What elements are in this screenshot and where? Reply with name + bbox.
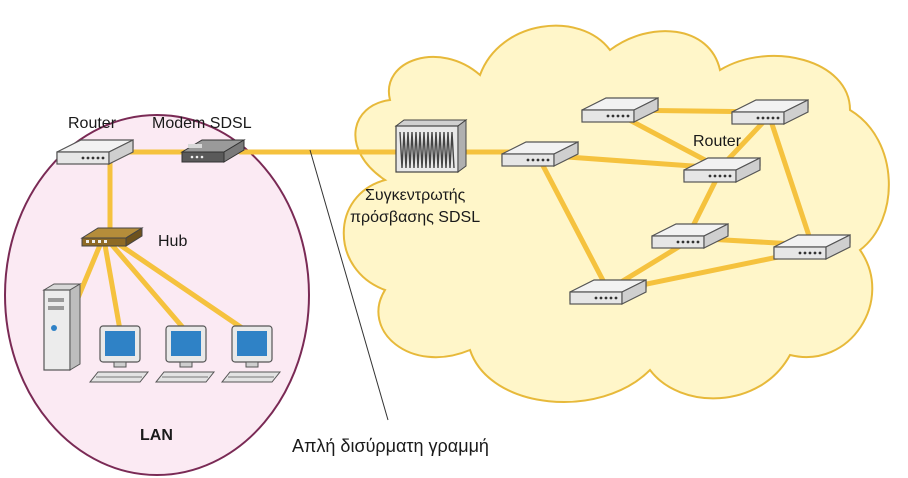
label-modem: Modem SDSL: [152, 115, 252, 132]
label-concentrator-line1: Συγκεντρωτής: [365, 187, 466, 204]
line-pointer: [309, 149, 389, 421]
sdsl-concentrator: [394, 119, 468, 173]
link-c-b: [617, 112, 723, 171]
link-hub-pc1: [102, 242, 123, 333]
link-d-e: [767, 115, 815, 248]
link-hub-pc2: [109, 242, 188, 333]
hub-device: [80, 227, 144, 247]
link-hub-pc3: [117, 242, 248, 333]
label-line: Απλή δισύρματη γραμμή: [292, 436, 489, 456]
label-router-lan: Router: [68, 115, 117, 132]
label-lan: LAN: [140, 427, 173, 444]
link-a-f: [537, 157, 611, 293]
label-concentrator-line2: πρόσβασης SDSL: [350, 209, 480, 226]
server-tower: [42, 283, 82, 371]
label-router-cloud: Router: [693, 133, 742, 150]
label-hub: Hub: [158, 233, 187, 250]
modem-device: [180, 139, 246, 163]
